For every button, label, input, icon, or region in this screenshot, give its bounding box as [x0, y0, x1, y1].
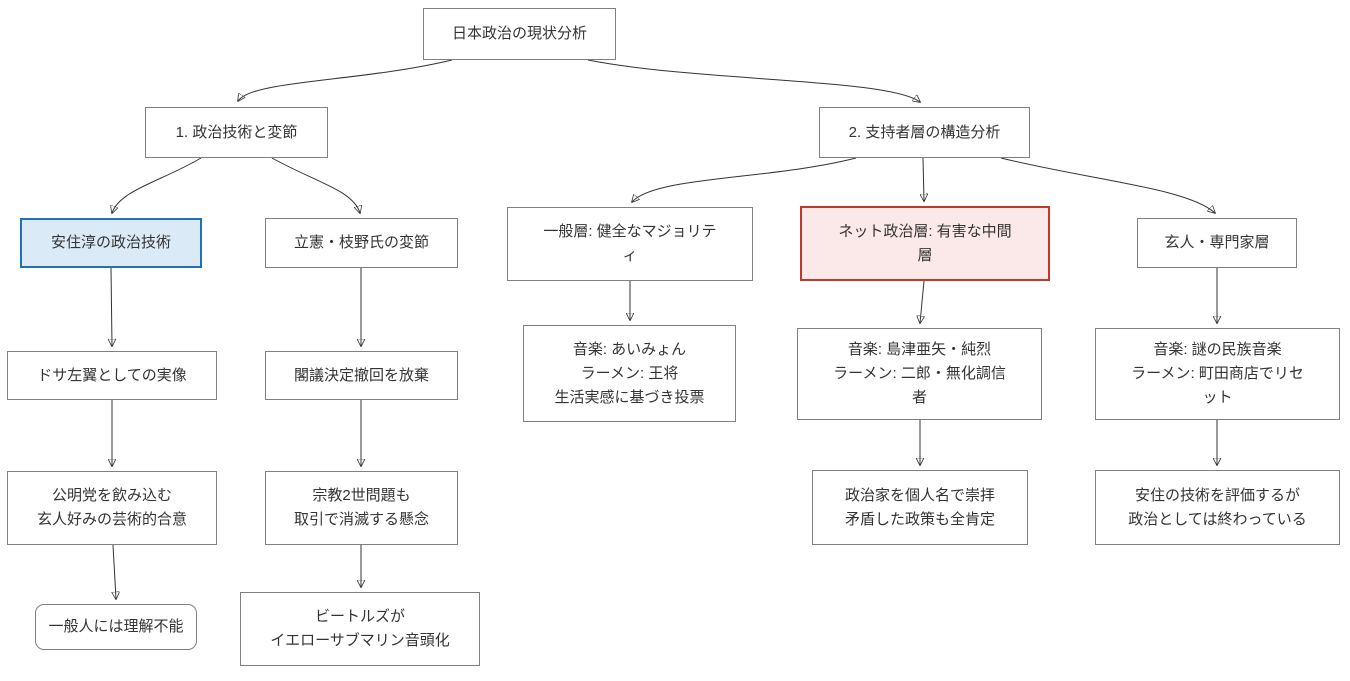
edge-n1-b1: [271, 157, 360, 213]
diagram-node-net-layer-tastes: 音楽: 島津亜矢・純烈 ラーメン: 二郎・無化調信者: [797, 328, 1042, 420]
node-label: 閣議決定撤回を放棄: [293, 366, 429, 384]
diagram-node-dosa-left-reality: ドサ左翼としての実像: [7, 351, 217, 400]
node-label: ビートルズが イエローサブマリン音頭化: [270, 608, 450, 649]
node-label: 2. 支持者層の構造分析: [848, 123, 1001, 141]
diagram-node-general-majority: 一般層: 健全なマジョリティ: [507, 207, 753, 281]
node-label: 立憲・枝野氏の変節: [293, 234, 429, 251]
diagram-node-expert-tastes: 音楽: 謎の民族音楽 ラーメン: 町田商店でリセット: [1095, 328, 1340, 420]
diagram-node-incomprehensible-to-ordinary: 一般人には理解不能: [35, 604, 197, 650]
diagram-node-general-tastes: 音楽: あいみょん ラーメン: 王将 生活実感に基づき投票: [523, 325, 736, 422]
edge-a1-a2: [111, 267, 112, 346]
node-label: 音楽: 島津亜矢・純烈 ラーメン: 二郎・無化調信者: [833, 341, 1006, 406]
node-label: ドサ左翼としての実像: [37, 366, 187, 384]
node-label: 安住の技術を評価するが 政治としては終わっている: [1128, 486, 1307, 528]
diagram-node-evaluate-but-politics-over: 安住の技術を評価するが 政治としては終わっている: [1095, 470, 1340, 545]
edge-root-n2: [587, 59, 920, 102]
edge-n2-e1: [1000, 157, 1215, 213]
diagram-node-supporter-structure: 2. 支持者層の構造分析: [819, 107, 1030, 158]
diagram-node-edano-tergiversation: 立憲・枝野氏の変節: [265, 218, 458, 268]
node-label: ネット政治層: 有害な中間層: [838, 222, 1012, 264]
node-label: 一般人には理解不能: [48, 618, 184, 635]
diagram-node-cabinet-decision-abandon: 閣議決定撤回を放棄: [265, 351, 458, 400]
node-label: 政治家を個人名で崇拝 矛盾した政策も全肯定: [844, 486, 995, 528]
diagram-node-komeito-artistic-agreement: 公明党を飲み込む 玄人好みの芸術的合意: [7, 471, 217, 545]
node-label: 日本政治の現状分析: [451, 25, 587, 42]
diagram-node-religion-second-gen-concern: 宗教2世問題も 取引で消滅する懸念: [265, 471, 458, 545]
node-label: 音楽: 謎の民族音楽 ラーメン: 町田商店でリセット: [1131, 341, 1304, 406]
edge-root-n1: [238, 59, 453, 101]
diagram-node-root-title: 日本政治の現状分析: [423, 8, 616, 60]
edge-n1-a1: [112, 157, 202, 213]
diagram-node-expert-layer: 玄人・専門家層: [1137, 218, 1297, 268]
node-label: 玄人・専門家層: [1164, 234, 1270, 251]
node-label: 音楽: あいみょん ラーメン: 王将 生活実感に基づき投票: [554, 340, 705, 406]
diagram-node-net-politics-layer-highlighted: ネット政治層: 有害な中間層: [800, 206, 1050, 281]
edge-n2-d1: [923, 157, 924, 201]
diagram-node-politics-technique: 1. 政治技術と変節: [145, 107, 328, 158]
diagram-node-azumi-technique-highlighted: 安住淳の政治技術: [20, 218, 202, 268]
node-label: 一般層: 健全なマジョリティ: [543, 223, 717, 264]
node-label: 公明党を飲み込む 玄人好みの芸術的合意: [36, 487, 187, 528]
node-label: 安住淳の政治技術: [50, 234, 171, 251]
diagram-node-politician-worship: 政治家を個人名で崇拝 矛盾した政策も全肯定: [812, 470, 1028, 545]
node-label: 1. 政治技術と変節: [175, 123, 298, 141]
edge-a3-a4: [113, 544, 116, 599]
diagram-node-beatles-yellow-submarine-ondo: ビートルズが イエローサブマリン音頭化: [240, 592, 480, 666]
node-label: 宗教2世問題も 取引で消滅する懸念: [293, 487, 429, 528]
edge-n2-c1: [632, 157, 857, 202]
edge-d1-d2: [920, 280, 924, 323]
